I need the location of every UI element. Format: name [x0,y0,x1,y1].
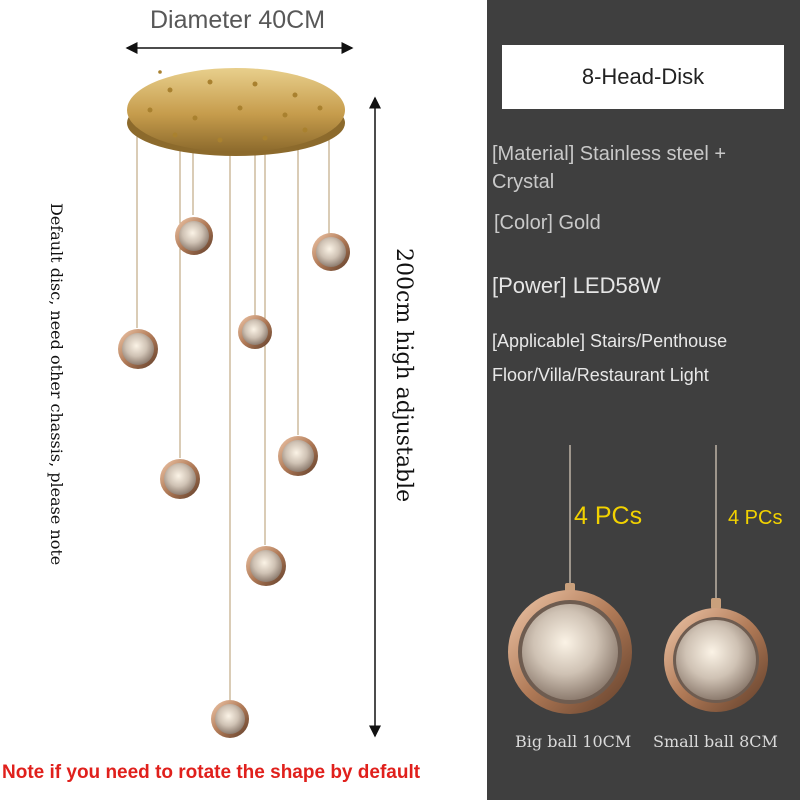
applicable-spec-line2: Floor/Villa/Restaurant Light [492,365,709,385]
pendant-ball [246,546,286,586]
pendant-ball [238,315,272,349]
small-ball-qty: 4 PCs [728,507,783,529]
height-label: 200cm high adjustable [391,248,416,503]
color-spec: [Color] Gold [494,212,601,234]
model-label: 8-Head-Disk [581,64,705,89]
model-label-box: 8-Head-Disk [502,45,784,109]
pendant-ball [175,217,213,255]
diameter-label: Diameter 40CM [150,6,326,34]
gold-canopy [127,68,345,156]
pendant-ball [160,459,200,499]
pendant-ball [211,700,249,738]
small-ball-image [664,445,768,712]
pendant-ball [312,233,350,271]
side-note: Default disc, need other chassis, please… [47,203,66,566]
pendant-ball [118,329,158,369]
big-ball-image [508,445,632,714]
pendant-ball [278,436,318,476]
small-ball-label: Small ball 8CM [653,732,778,751]
applicable-spec-line1: [Applicable] Stairs/Penthouse [492,331,728,351]
material-spec: [Material] Stainless steel + Crystal [492,143,726,193]
pendant-balls [118,217,350,738]
bottom-note: Note if you need to rotate the shape by … [2,762,421,783]
power-spec: [Power] LED58W [492,273,661,298]
big-ball-label: Big ball 10CM [515,732,632,751]
big-ball-qty: 4 PCs [574,502,643,530]
suspension-wires [136,120,330,700]
